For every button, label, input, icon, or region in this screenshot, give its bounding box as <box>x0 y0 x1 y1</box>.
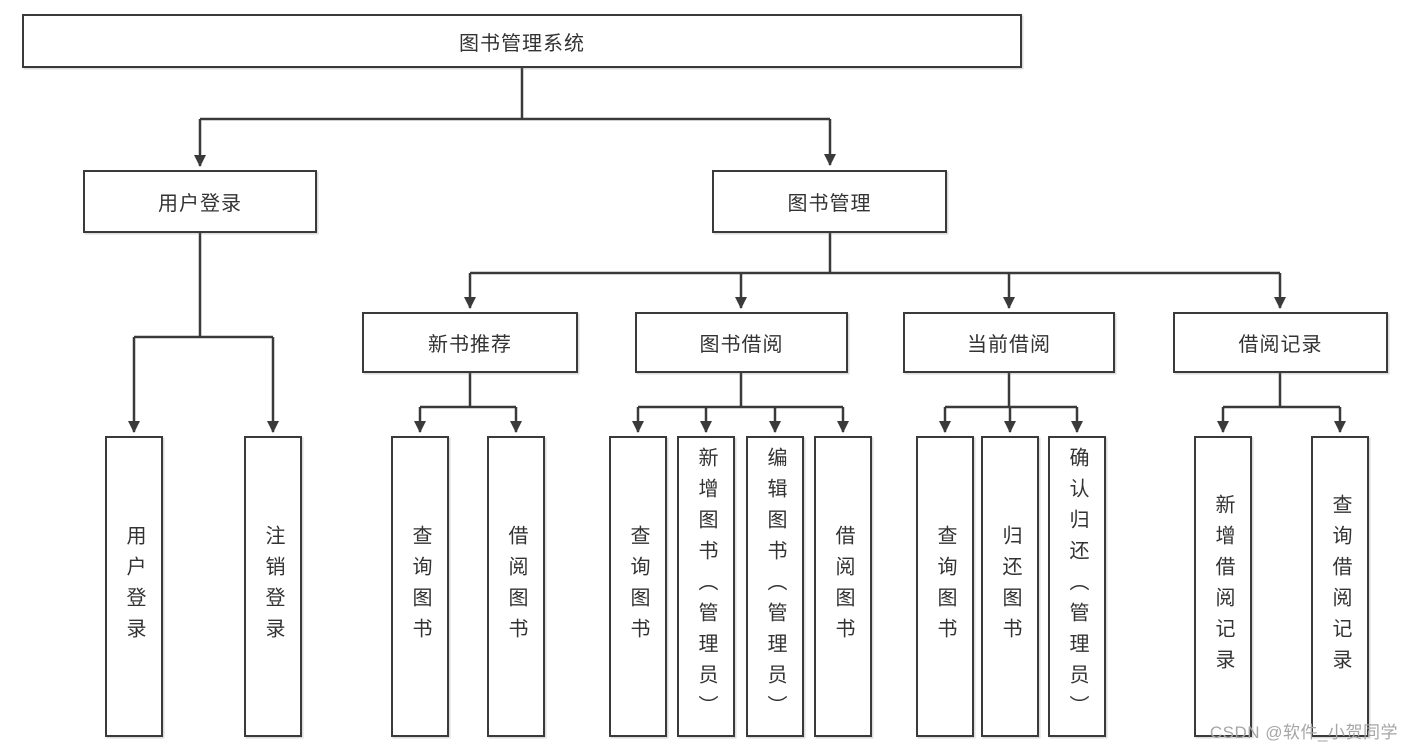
node-user-login-label: 用户登录 <box>158 193 242 215</box>
leaf-logout: 注销登录 <box>244 436 302 737</box>
node-current-borrow-label: 当前借阅 <box>967 334 1051 356</box>
leaf-borrow-book: 借阅图书 <box>814 436 872 737</box>
leaf-add-borrow-record-label: 新增借阅记录 <box>1212 493 1234 680</box>
leaf-query-book-current: 查询图书 <box>916 436 974 737</box>
leaf-query-book-current-label: 查询图书 <box>934 524 956 649</box>
node-book-management-label: 图书管理 <box>787 193 872 215</box>
node-user-login: 用户登录 <box>83 170 317 233</box>
node-borrow-record: 借阅记录 <box>1173 312 1388 373</box>
leaf-user-login-label: 用户登录 <box>123 524 145 649</box>
node-root-label: 图书管理系统 <box>459 32 585 55</box>
leaf-query-borrow-record-label: 查询借阅记录 <box>1329 493 1351 680</box>
leaf-user-login: 用户登录 <box>105 436 163 737</box>
node-borrow-record-label: 借阅记录 <box>1238 334 1323 356</box>
leaf-borrow-book-label: 借阅图书 <box>832 524 854 649</box>
watermark: CSDN @软件_小贺同学 <box>1209 723 1398 742</box>
leaf-query-book-borrow: 查询图书 <box>609 436 667 737</box>
leaf-add-borrow-record: 新增借阅记录 <box>1194 436 1252 737</box>
leaf-borrow-book-recommend: 借阅图书 <box>487 436 545 737</box>
leaf-query-book-borrow-label: 查询图书 <box>627 524 649 649</box>
node-root: 图书管理系统 <box>22 14 1022 68</box>
leaf-add-book-admin-label: 新增图书（管理员） <box>695 447 717 726</box>
node-current-borrow: 当前借阅 <box>903 312 1115 373</box>
leaf-logout-label: 注销登录 <box>262 524 284 649</box>
leaf-return-book-label: 归还图书 <box>999 524 1021 649</box>
leaf-confirm-return-admin: 确认归还（管理员） <box>1048 436 1106 737</box>
node-book-borrow-label: 图书借阅 <box>699 334 784 356</box>
node-book-management: 图书管理 <box>712 170 947 233</box>
node-new-book-recommend: 新书推荐 <box>362 312 578 373</box>
leaf-query-book-recommend: 查询图书 <box>391 436 449 737</box>
node-new-book-recommend-label: 新书推荐 <box>428 334 512 356</box>
leaf-edit-book-admin-label: 编辑图书（管理员） <box>764 447 786 726</box>
leaf-query-book-recommend-label: 查询图书 <box>409 524 431 649</box>
leaf-confirm-return-admin-label: 确认归还（管理员） <box>1066 447 1088 726</box>
node-book-borrow: 图书借阅 <box>635 312 848 373</box>
leaf-edit-book-admin: 编辑图书（管理员） <box>746 436 804 737</box>
leaf-return-book: 归还图书 <box>981 436 1039 737</box>
leaf-query-borrow-record: 查询借阅记录 <box>1311 436 1369 737</box>
leaf-add-book-admin: 新增图书（管理员） <box>677 436 735 737</box>
leaf-borrow-book-recommend-label: 借阅图书 <box>505 524 527 649</box>
